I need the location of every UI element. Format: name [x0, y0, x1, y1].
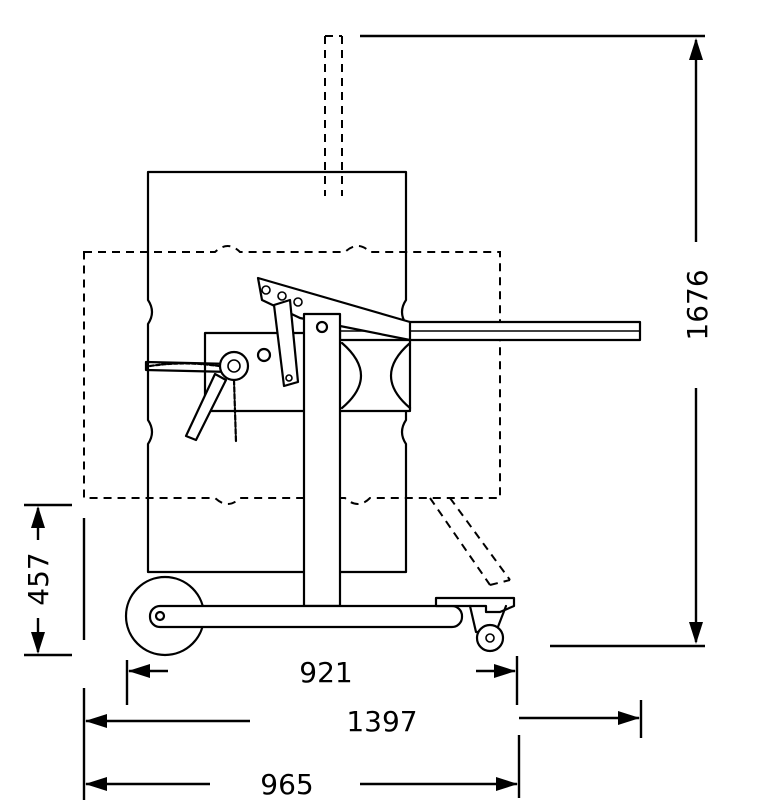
dimension-lift-height: 457 — [22, 503, 72, 657]
clamp-pivot-hole — [256, 347, 272, 363]
mast-pin — [315, 320, 329, 334]
dim-label-total-height: 1676 — [681, 269, 714, 340]
dim-label-wheel-spacing: 921 — [299, 656, 352, 689]
dim-label-overall-length: 1397 — [346, 705, 417, 738]
drum-outline-dashed — [83, 245, 501, 505]
dimension-base-length: 965 — [85, 768, 518, 801]
front-caster — [475, 623, 505, 653]
dim-label-lift-height: 457 — [22, 552, 55, 605]
chain-hook — [144, 350, 250, 444]
caster-dashed — [429, 497, 511, 586]
mast-extension-dashed — [324, 35, 343, 196]
mast — [302, 312, 342, 608]
adjust-hole — [277, 291, 287, 301]
dim-label-base-length: 965 — [260, 768, 313, 801]
dimension-total-height: 1676 — [360, 34, 714, 648]
extension-lines — [82, 518, 643, 800]
adjust-hole — [293, 297, 303, 307]
dimension-overall-length: 1397 — [85, 705, 640, 738]
lever-bracket — [256, 276, 412, 388]
dimension-wheel-spacing: 921 — [128, 656, 516, 689]
drum-outline — [146, 170, 408, 574]
base-frame — [124, 575, 516, 657]
adjust-hole — [261, 285, 271, 295]
